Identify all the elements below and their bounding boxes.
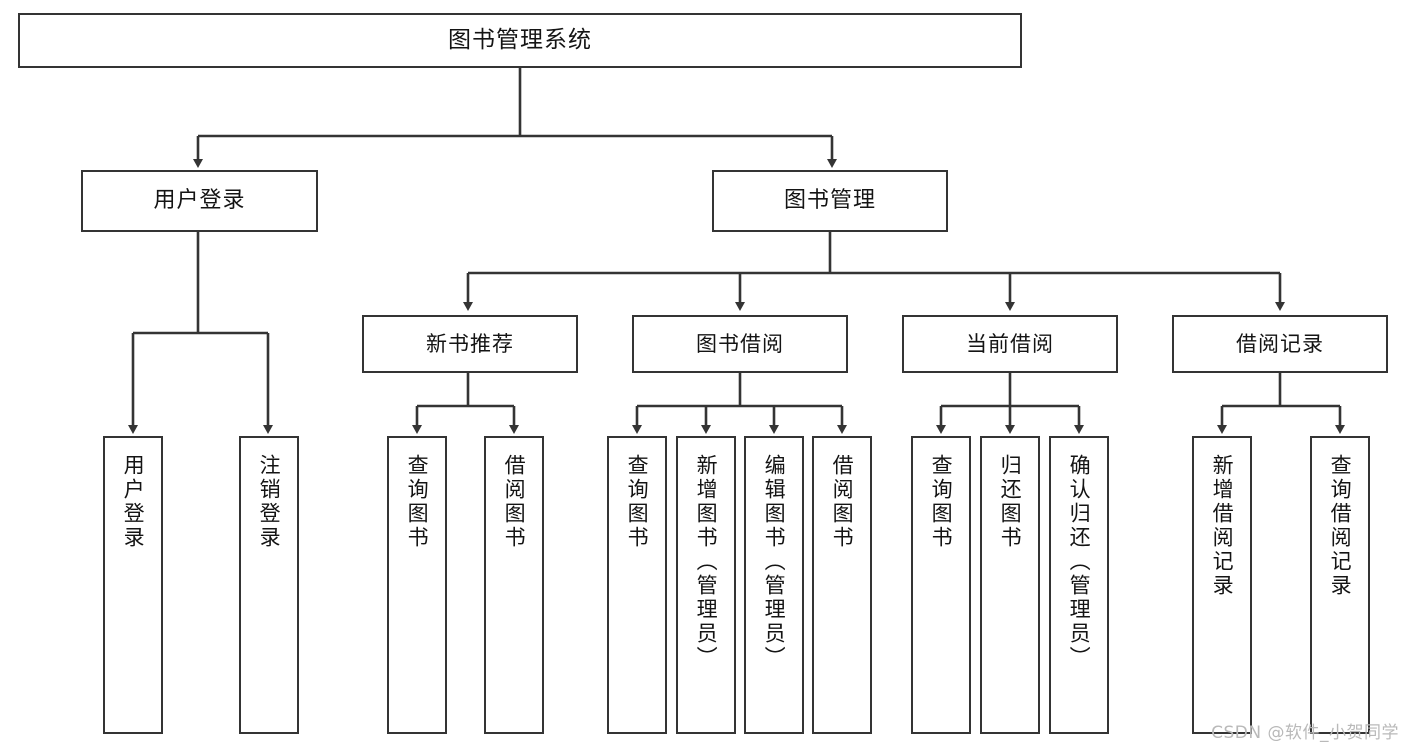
- leaf-query-book-newbook[interactable]: 查询图书: [387, 436, 447, 734]
- node-label: 归还图书: [998, 454, 1023, 550]
- node-label: 编辑图书（管理员）: [762, 454, 787, 670]
- node-book-management[interactable]: 图书管理: [712, 170, 948, 232]
- node-label: 新增借阅记录: [1210, 454, 1235, 598]
- leaf-query-book-current[interactable]: 查询图书: [911, 436, 971, 734]
- leaf-add-borrow-record[interactable]: 新增借阅记录: [1192, 436, 1252, 734]
- node-label: 新增图书（管理员）: [694, 454, 719, 670]
- node-book-borrow[interactable]: 图书借阅: [632, 315, 848, 373]
- node-label: 用户登录: [121, 454, 146, 550]
- node-root-system[interactable]: 图书管理系统: [18, 13, 1022, 68]
- leaf-query-borrow-record[interactable]: 查询借阅记录: [1310, 436, 1370, 734]
- leaf-user-login[interactable]: 用户登录: [103, 436, 163, 734]
- node-label: 查询图书: [405, 454, 430, 550]
- node-label: 当前借阅: [966, 331, 1054, 356]
- node-label: 图书借阅: [696, 331, 784, 356]
- node-label: 查询借阅记录: [1328, 454, 1353, 598]
- leaf-logout-login[interactable]: 注销登录: [239, 436, 299, 734]
- node-label: 查询图书: [625, 454, 650, 550]
- node-label: 确认归还（管理员）: [1067, 454, 1092, 670]
- csdn-watermark: CSDN @软件_小贺同学: [1211, 723, 1399, 743]
- leaf-add-book-admin[interactable]: 新增图书（管理员）: [676, 436, 736, 734]
- leaf-return-book[interactable]: 归还图书: [980, 436, 1040, 734]
- node-label: 借阅图书: [830, 454, 855, 550]
- node-current-borrow[interactable]: 当前借阅: [902, 315, 1118, 373]
- node-borrow-record[interactable]: 借阅记录: [1172, 315, 1388, 373]
- leaf-query-book-borrow[interactable]: 查询图书: [607, 436, 667, 734]
- node-label: 用户登录: [153, 188, 246, 214]
- node-new-book-recommend[interactable]: 新书推荐: [362, 315, 578, 373]
- leaf-confirm-return-admin[interactable]: 确认归还（管理员）: [1049, 436, 1109, 734]
- node-user-login[interactable]: 用户登录: [81, 170, 318, 232]
- node-label: 借阅记录: [1236, 331, 1324, 356]
- node-label: 新书推荐: [426, 331, 514, 356]
- leaf-edit-book-admin[interactable]: 编辑图书（管理员）: [744, 436, 804, 734]
- node-label: 借阅图书: [502, 454, 527, 550]
- node-label: 注销登录: [257, 454, 282, 550]
- leaf-borrow-book-newbook[interactable]: 借阅图书: [484, 436, 544, 734]
- node-label: 图书管理系统: [448, 26, 592, 53]
- leaf-borrow-book[interactable]: 借阅图书: [812, 436, 872, 734]
- node-label: 查询图书: [929, 454, 954, 550]
- node-label: 图书管理: [783, 188, 876, 214]
